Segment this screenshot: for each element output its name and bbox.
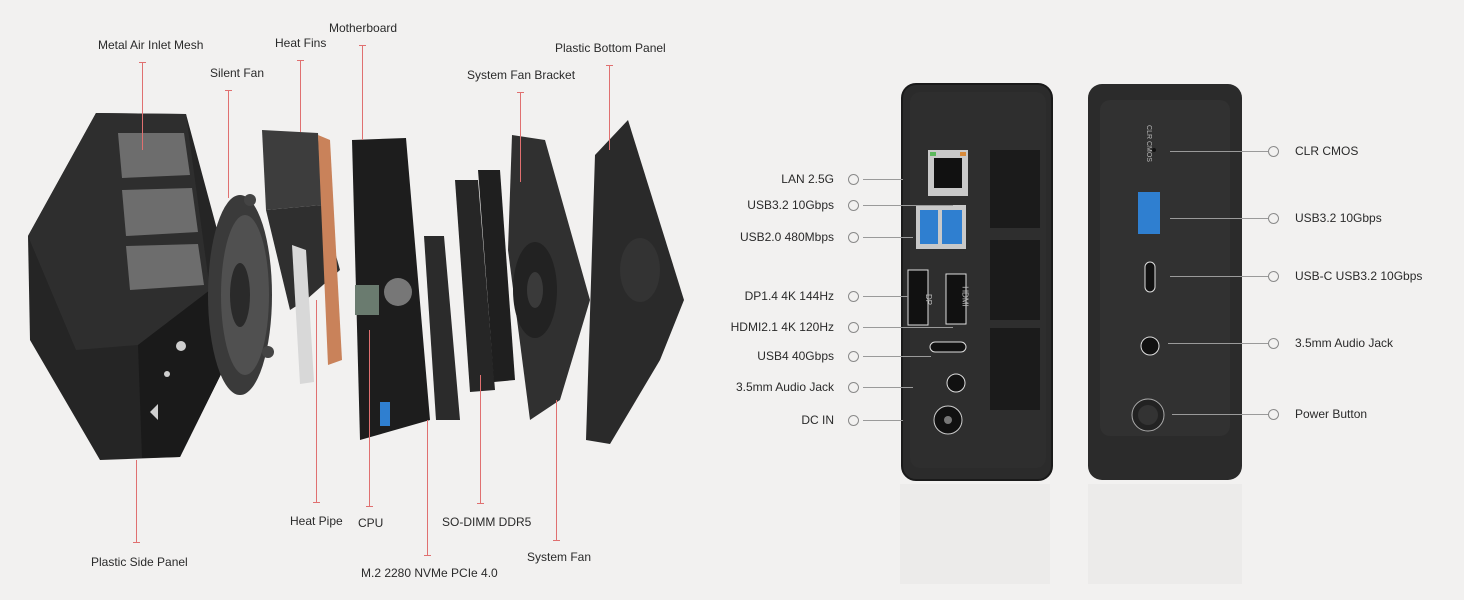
audio-jack	[946, 373, 966, 393]
label-heat-fins: Heat Fins	[275, 36, 327, 50]
callout-marker	[848, 322, 859, 333]
pin-m2	[427, 420, 428, 555]
label-so-dimm: SO-DIMM DDR5	[442, 515, 532, 529]
printed-dp: DP	[924, 293, 934, 306]
usb-c-port	[1144, 261, 1156, 293]
printed-hdmi: HDMI	[960, 286, 970, 307]
left-port-label: USB4 40Gbps	[757, 349, 834, 363]
callout-marker	[1268, 146, 1279, 157]
callout-marker	[848, 382, 859, 393]
pin-silent-fan	[228, 90, 229, 198]
left-port-label: USB2.0 480Mbps	[739, 230, 834, 244]
so-dimm-shape	[455, 170, 515, 392]
callout-leader	[1168, 343, 1268, 344]
motherboard-shape	[352, 138, 430, 440]
pin-heat-pipe	[316, 300, 317, 502]
pin-system-fan-bracket	[520, 92, 521, 182]
label-cpu: CPU	[358, 516, 384, 530]
callout-leader	[863, 420, 903, 421]
left-port-label: DC IN	[801, 413, 834, 427]
metal-air-inlet-mesh-shape	[118, 133, 204, 290]
usb3-port	[1138, 192, 1160, 234]
pin-metal-air-inlet-mesh	[142, 62, 143, 150]
system-fan-shape	[513, 242, 557, 338]
dp-port	[907, 269, 929, 326]
label-silent-fan: Silent Fan	[210, 66, 265, 80]
plastic-bottom-panel-shape	[586, 120, 684, 444]
left-port-label: LAN 2.5G	[781, 172, 834, 186]
label-m2: M.2 2280 NVMe PCIe 4.0	[361, 566, 498, 580]
label-plastic-bottom-panel: Plastic Bottom Panel	[555, 41, 666, 55]
callout-marker	[1268, 213, 1279, 224]
label-heat-pipe: Heat Pipe	[290, 514, 343, 528]
callout-leader	[863, 237, 913, 238]
right-port-label: 3.5mm Audio Jack	[1295, 336, 1394, 350]
callout-leader	[1170, 151, 1268, 152]
m2-ssd-shape	[424, 236, 460, 420]
vent-grille	[990, 150, 1040, 410]
callout-leader	[863, 205, 953, 206]
label-metal-air-inlet-mesh: Metal Air Inlet Mesh	[98, 38, 204, 52]
heat-pipe-shape	[292, 135, 342, 384]
front-io-device	[1088, 84, 1242, 584]
callout-leader	[863, 356, 931, 357]
callout-marker	[1268, 338, 1279, 349]
callout-leader	[1170, 276, 1268, 277]
pin-plastic-bottom-panel	[609, 65, 610, 150]
left-port-label: HDMI2.1 4K 120Hz	[730, 320, 834, 334]
callout-marker	[848, 415, 859, 426]
pin-cap-system-fan	[553, 540, 560, 541]
callout-marker	[848, 291, 859, 302]
callout-marker	[1268, 271, 1279, 282]
pin-heat-fins	[300, 60, 301, 132]
label-system-fan-bracket: System Fan Bracket	[467, 68, 576, 82]
right-port-label: USB3.2 10Gbps	[1295, 211, 1382, 225]
callout-leader	[863, 387, 913, 388]
right-port-label: USB-C USB3.2 10Gbps	[1295, 269, 1423, 283]
pin-cap-m2	[424, 555, 431, 556]
pin-so-dimm	[480, 375, 481, 503]
pin-cpu	[369, 330, 370, 506]
left-port-label: DP1.4 4K 144Hz	[744, 289, 834, 303]
callout-leader	[1170, 218, 1268, 219]
pin-cap-heat-pipe	[313, 502, 320, 503]
pin-cap-side-panel	[133, 542, 140, 543]
pin-motherboard	[362, 45, 363, 140]
right-port-label: CLR CMOS	[1295, 144, 1359, 158]
label-system-fan: System Fan	[527, 550, 592, 564]
rear-io-device	[900, 83, 1053, 584]
callout-marker	[848, 351, 859, 362]
label-plastic-side-panel: Plastic Side Panel	[91, 555, 188, 569]
callout-leader	[863, 296, 908, 297]
callout-leader	[863, 179, 903, 180]
pin-plastic-side-panel	[136, 460, 137, 542]
callout-marker	[848, 232, 859, 243]
callout-leader	[863, 327, 953, 328]
pin-system-fan	[556, 400, 557, 540]
left-port-label: USB3.2 10Gbps	[747, 198, 834, 212]
usb4-port	[929, 341, 967, 353]
silent-fan-shape	[208, 194, 274, 395]
callout-leader	[1172, 414, 1268, 415]
pin-cap-cpu	[366, 506, 373, 507]
clr-cmos-hole	[1152, 148, 1156, 152]
callout-marker	[1268, 409, 1279, 420]
left-port-label: 3.5mm Audio Jack	[735, 380, 834, 394]
front-audio-jack	[1140, 336, 1160, 356]
label-motherboard: Motherboard	[329, 21, 398, 35]
callout-marker	[848, 200, 859, 211]
printed-clr-cmos: CLR CMOS	[1144, 125, 1152, 162]
exploded-view-illustration	[28, 113, 684, 460]
hdmi-port	[945, 273, 967, 325]
right-port-label: Power Button	[1295, 407, 1368, 421]
callout-marker	[848, 174, 859, 185]
pin-cap-so-dimm	[477, 503, 484, 504]
